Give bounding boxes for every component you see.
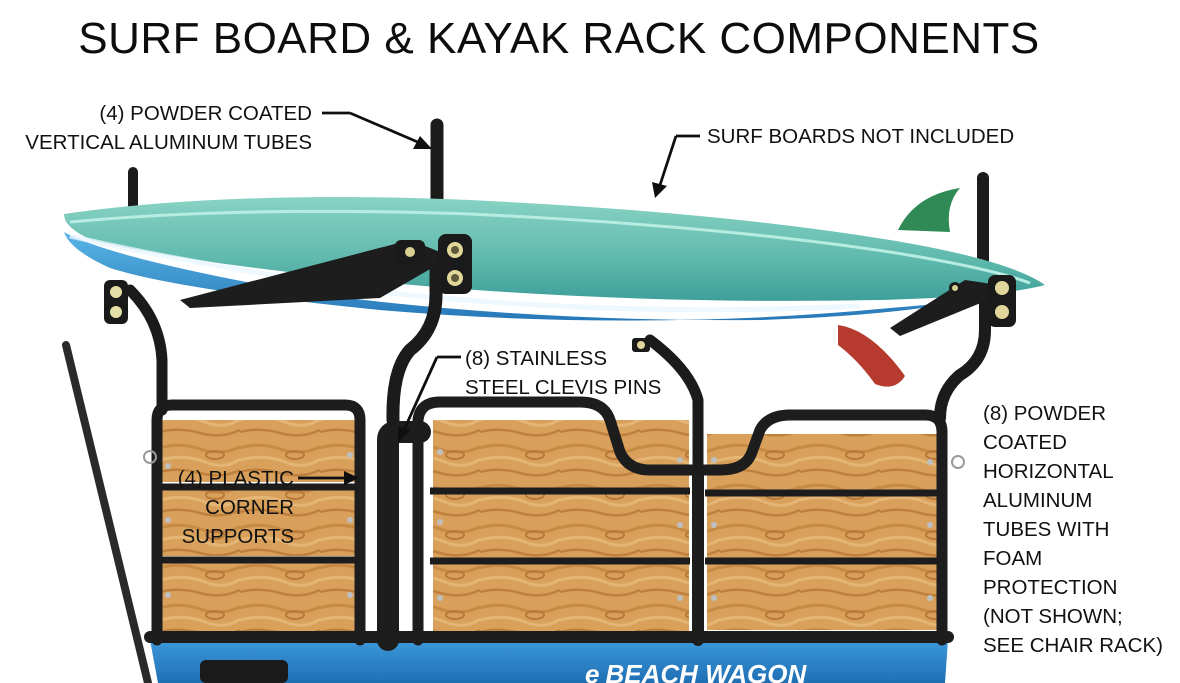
callout-arrows bbox=[298, 111, 700, 485]
corner-support-center bbox=[395, 234, 472, 294]
arrow-vertical-tubes bbox=[322, 111, 432, 149]
label-clevis-pins: (8) STAINLESS STEEL CLEVIS PINS bbox=[465, 347, 662, 399]
fin-green bbox=[898, 188, 960, 232]
label-surfboards: SURF BOARDS NOT INCLUDED bbox=[707, 125, 1015, 148]
vertical-tubes-front bbox=[124, 255, 991, 476]
fin-red bbox=[838, 325, 905, 387]
corner-support-left bbox=[104, 280, 128, 324]
wagon-frame bbox=[62, 341, 954, 683]
label-horizontal-tubes: (8) POWDER COATED HORIZONTAL ALUMINUM TU… bbox=[983, 402, 1163, 657]
arrow-surfboards bbox=[652, 134, 700, 198]
page-title: SURF BOARD & KAYAK RACK COMPONENTS bbox=[78, 14, 1040, 63]
wood-panels bbox=[162, 420, 937, 632]
panel-slats bbox=[160, 483, 940, 565]
bracket-arms bbox=[180, 240, 992, 336]
corner-support-right bbox=[949, 275, 1016, 327]
label-corner-supports: (4) PLASTIC CORNER SUPPORTS bbox=[177, 467, 294, 548]
corner-supports bbox=[104, 234, 1016, 352]
label-vertical-tubes: (4) POWDER COATED VERTICAL ALUMINUM TUBE… bbox=[25, 102, 312, 154]
arrow-clevis-pins bbox=[398, 355, 461, 442]
arrow-corner-supports bbox=[298, 471, 359, 485]
